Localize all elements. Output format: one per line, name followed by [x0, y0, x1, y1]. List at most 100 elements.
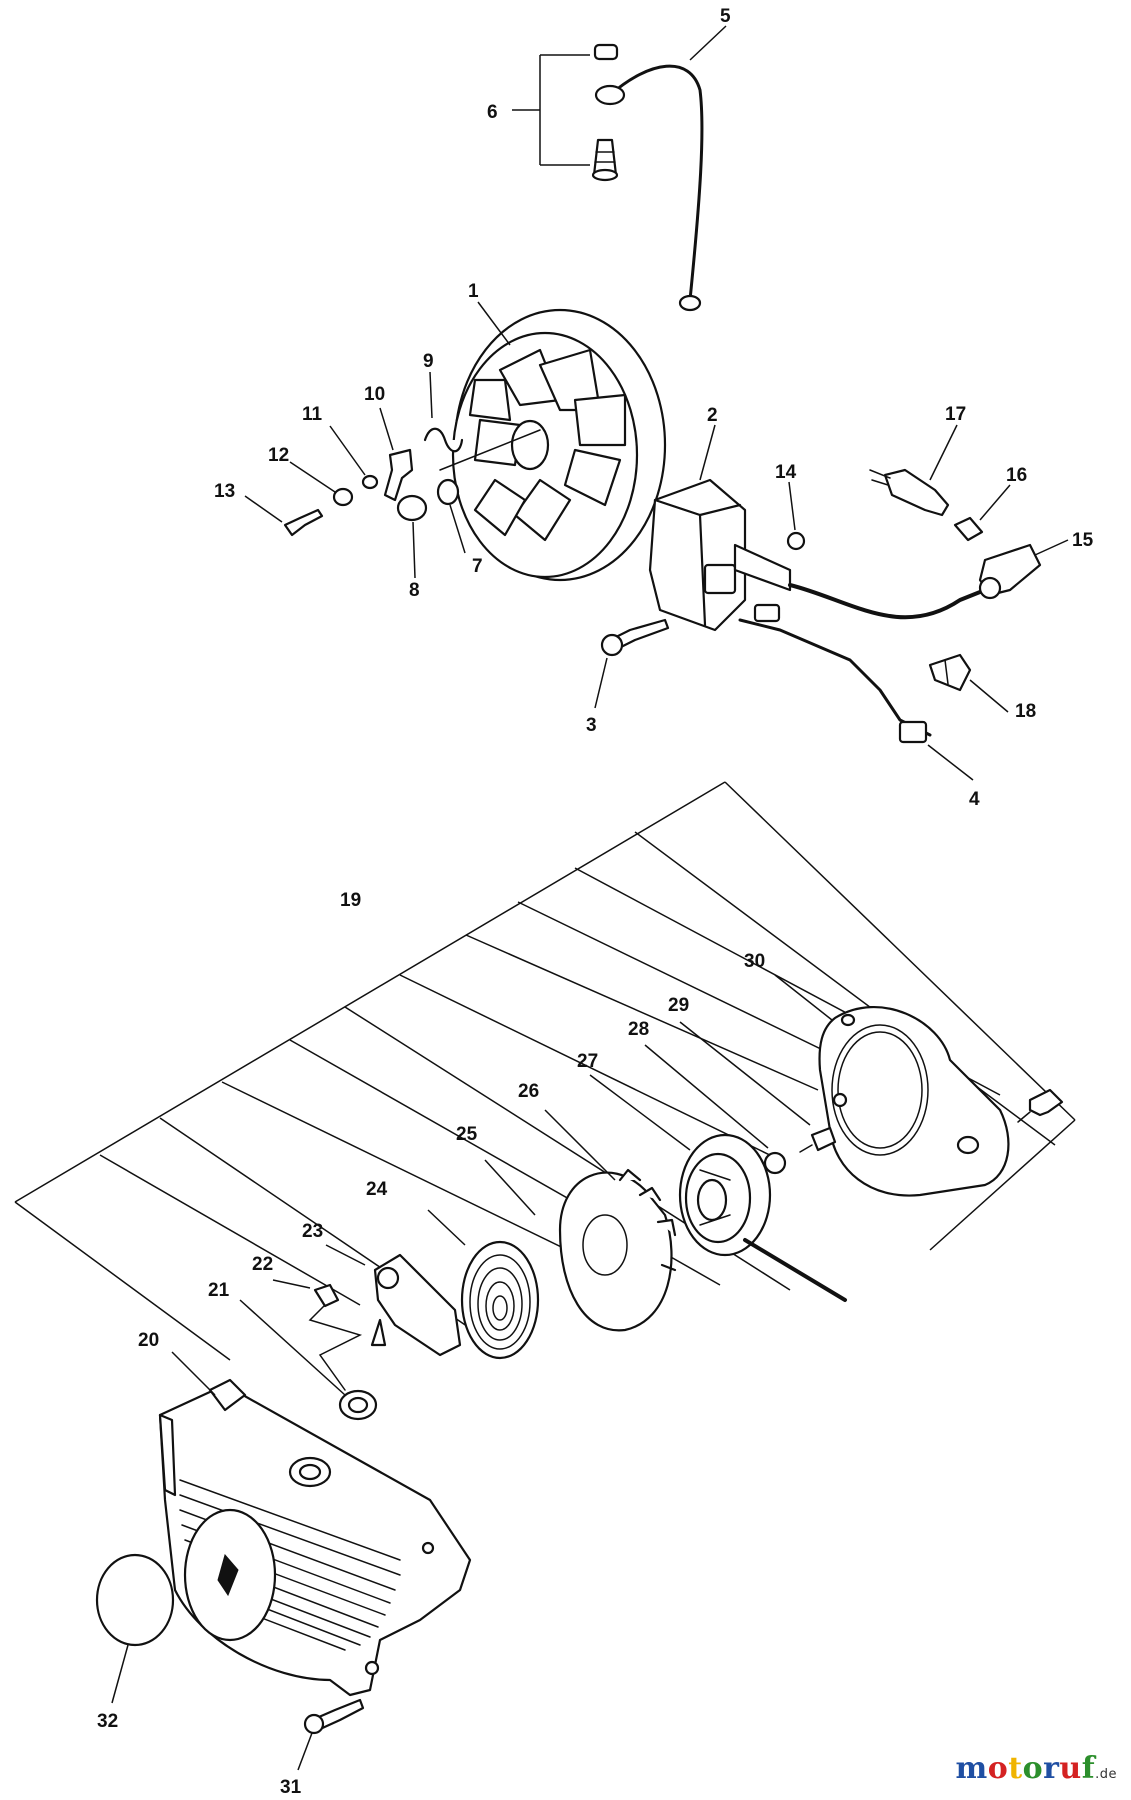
leader-4	[927, 744, 974, 781]
callout-labels: 1 2 3 4 5 6 7 8 9 10 11 12 13 14 15 16 1…	[97, 6, 1094, 1798]
leader-8	[412, 521, 416, 579]
leader-17	[929, 424, 958, 481]
leader-2	[699, 424, 716, 481]
callout-3: 3	[586, 715, 597, 736]
leader-27	[589, 1074, 691, 1151]
leader-10	[379, 407, 394, 451]
leader-12	[289, 461, 336, 493]
leader-3	[594, 657, 608, 709]
washer-27	[763, 1151, 787, 1175]
leader-20	[171, 1351, 216, 1396]
callout-17: 17	[945, 404, 966, 425]
leader-16	[979, 484, 1011, 521]
grommet-21	[338, 1389, 378, 1421]
leader-29	[679, 1021, 811, 1126]
flywheel-hardware	[283, 427, 464, 537]
callout-10: 10	[364, 384, 385, 405]
ground-wire-assembly	[591, 43, 704, 312]
reel-cover-25	[558, 1168, 677, 1332]
callout-5: 5	[720, 6, 731, 27]
callout-23: 23	[302, 1221, 323, 1242]
pulley-hardware	[763, 1126, 837, 1175]
washer-14	[786, 531, 806, 551]
leader-22	[272, 1279, 311, 1289]
callout-9: 9	[423, 351, 434, 372]
starter-plate-30	[818, 1006, 1064, 1197]
leader-9	[429, 371, 433, 419]
leader-18	[969, 679, 1009, 713]
watermark-letter: m	[955, 1751, 988, 1786]
terminal-16	[953, 516, 984, 542]
callout-19: 19	[340, 890, 361, 911]
callout-7: 7	[472, 556, 483, 577]
leader-21	[239, 1299, 346, 1396]
housing-hardware	[95, 1553, 365, 1735]
leader-31	[297, 1732, 313, 1771]
leader-7	[449, 504, 466, 554]
watermark-letter: t	[1008, 1751, 1023, 1786]
watermark-letter: r	[1043, 1751, 1060, 1786]
leader-14	[788, 481, 796, 531]
callout-11: 11	[302, 404, 323, 425]
callout-12: 12	[268, 445, 289, 466]
leader-26	[544, 1109, 616, 1181]
callout-28: 28	[628, 1019, 649, 1040]
leader-25	[484, 1159, 536, 1216]
bushing-18	[928, 653, 972, 692]
watermark-letters: motoruf	[955, 1751, 1095, 1786]
flywheel	[439, 308, 667, 582]
leader-6	[512, 54, 590, 166]
starter-handle-23	[308, 1253, 462, 1391]
washer-7	[436, 478, 460, 506]
callout-29: 29	[668, 995, 689, 1016]
callout-20: 20	[138, 1330, 159, 1351]
callout-2: 2	[707, 405, 718, 426]
leader-15	[1034, 539, 1069, 556]
leader-5	[689, 25, 727, 61]
leader-13	[244, 495, 283, 523]
watermark-letter: f	[1081, 1751, 1096, 1786]
watermark-letter: u	[1059, 1751, 1082, 1786]
screw-13	[283, 508, 324, 537]
washer-12	[332, 487, 354, 507]
leader-24	[427, 1209, 466, 1246]
callout-6: 6	[487, 102, 498, 123]
screw-28	[810, 1126, 837, 1152]
callout-18: 18	[1015, 701, 1036, 722]
callout-8: 8	[409, 580, 420, 601]
nut-8	[396, 494, 428, 522]
watermark-suffix: .de	[1095, 1767, 1117, 1782]
pawl-10	[383, 448, 414, 502]
rope-pulley-26	[678, 1133, 847, 1302]
callout-24: 24	[366, 1179, 388, 1200]
callout-15: 15	[1072, 530, 1094, 551]
ignition-coil	[600, 478, 987, 744]
leader-11	[329, 425, 366, 476]
callout-16: 16	[1006, 465, 1027, 486]
screw-29-far	[1028, 1088, 1064, 1117]
callout-27: 27	[577, 1051, 598, 1072]
callout-13: 13	[214, 481, 235, 502]
watermark-letter: o	[1022, 1751, 1044, 1786]
spark-plug-parts	[786, 468, 1042, 692]
leader-28	[644, 1044, 769, 1149]
callout-4: 4	[969, 789, 980, 810]
leader-32	[111, 1644, 129, 1704]
starter-housing-20	[158, 1378, 472, 1697]
leader-30	[774, 974, 833, 1021]
leader-1	[477, 301, 511, 346]
motoruf-watermark-logo: motoruf.de	[955, 1751, 1117, 1786]
leader-23	[325, 1244, 366, 1266]
watermark-letter: o	[987, 1751, 1009, 1786]
callout-32: 32	[97, 1711, 118, 1732]
callout-25: 25	[456, 1124, 478, 1145]
washer-11	[361, 474, 379, 490]
callout-26: 26	[518, 1081, 539, 1102]
callout-30: 30	[744, 951, 765, 972]
callout-14: 14	[775, 462, 797, 483]
spark-plug-17	[883, 468, 950, 517]
spring-9	[423, 427, 464, 453]
callout-22: 22	[252, 1254, 273, 1275]
callout-31: 31	[280, 1777, 302, 1798]
